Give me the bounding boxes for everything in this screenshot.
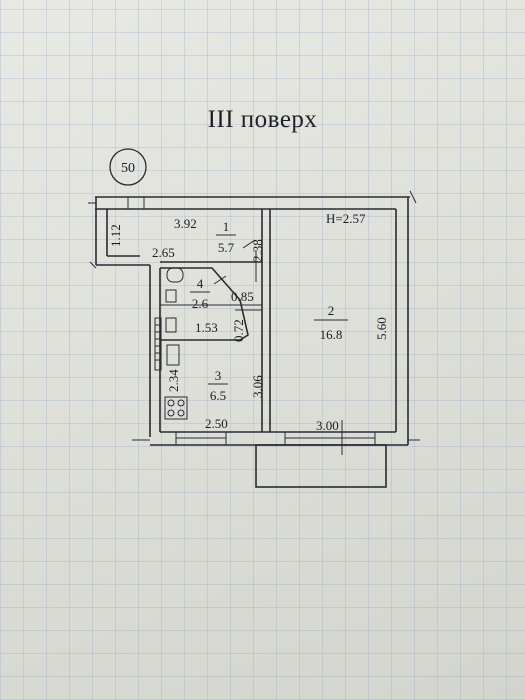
dim-3-06: 3.06 [250, 375, 265, 398]
dim-5-60: 5.60 [374, 317, 389, 340]
dim-2-34: 2.34 [166, 369, 181, 392]
dimension-labels: 3.92 1.12 2.65 2.38 0.85 0.72 1.53 2.34 … [108, 211, 389, 433]
dim-0-85: 0.85 [231, 289, 254, 304]
height-label: H=2.57 [326, 211, 366, 226]
dim-2-38: 2.38 [250, 239, 265, 262]
room-2-area: 16.8 [320, 327, 343, 342]
room-1-area: 5.7 [218, 240, 235, 255]
floor-title: III поверх [207, 106, 318, 133]
room-4-area: 2.6 [192, 296, 209, 311]
room-4-number: 4 [197, 276, 204, 291]
dim-0-72: 0.72 [231, 319, 246, 342]
room-3-area: 6.5 [210, 388, 226, 403]
apartment-number-badge: 50 [109, 148, 147, 186]
dim-3-00: 3.00 [316, 418, 339, 433]
outer-walls [88, 190, 420, 488]
dim-3-92: 3.92 [174, 216, 197, 231]
dim-1-53: 1.53 [195, 320, 218, 335]
dim-2-50: 2.50 [205, 416, 228, 431]
room-labels: 1 5.7 2 16.8 3 6.5 4 2.6 [190, 219, 348, 403]
room-3-number: 3 [215, 368, 222, 383]
interior-walls [154, 209, 343, 455]
dim-2-65: 2.65 [152, 245, 175, 260]
room-2-number: 2 [328, 303, 335, 318]
room-1-number: 1 [223, 219, 230, 234]
apartment-number: 50 [121, 161, 135, 176]
dim-1-12: 1.12 [108, 224, 123, 247]
